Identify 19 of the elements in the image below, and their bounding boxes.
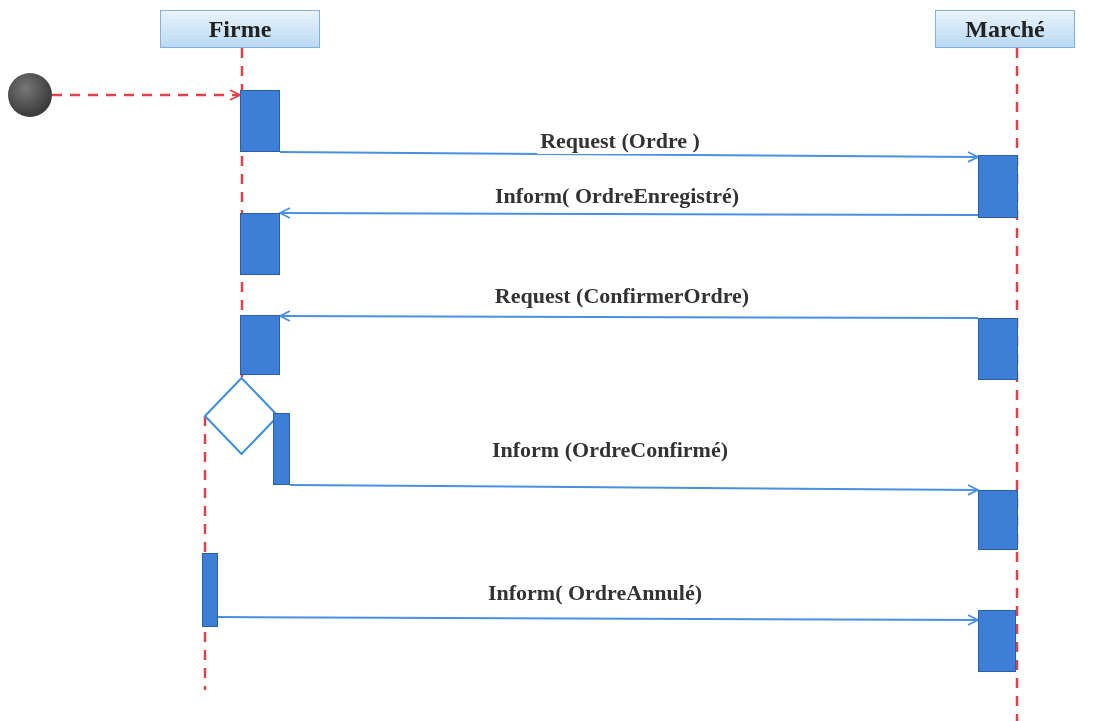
initial-state-circle xyxy=(8,73,52,117)
activation-bar xyxy=(240,315,280,375)
decision-diamond xyxy=(204,377,279,455)
lifeline-header: Marché xyxy=(935,10,1075,48)
message-arrow xyxy=(279,151,979,163)
dashed-arrow xyxy=(52,89,241,101)
activation-bar xyxy=(240,90,280,152)
activation-bar xyxy=(273,413,290,485)
message-arrow xyxy=(279,207,979,219)
message-arrow xyxy=(289,484,979,496)
activation-bar xyxy=(978,155,1018,218)
activation-bar xyxy=(240,213,280,275)
activation-bar xyxy=(202,553,218,627)
message-arrow xyxy=(279,310,979,322)
activation-bar xyxy=(978,610,1016,672)
activation-bar xyxy=(978,490,1018,550)
activation-bar xyxy=(978,318,1018,380)
message-arrow xyxy=(217,614,979,626)
lifeline-header: Firme xyxy=(160,10,320,48)
